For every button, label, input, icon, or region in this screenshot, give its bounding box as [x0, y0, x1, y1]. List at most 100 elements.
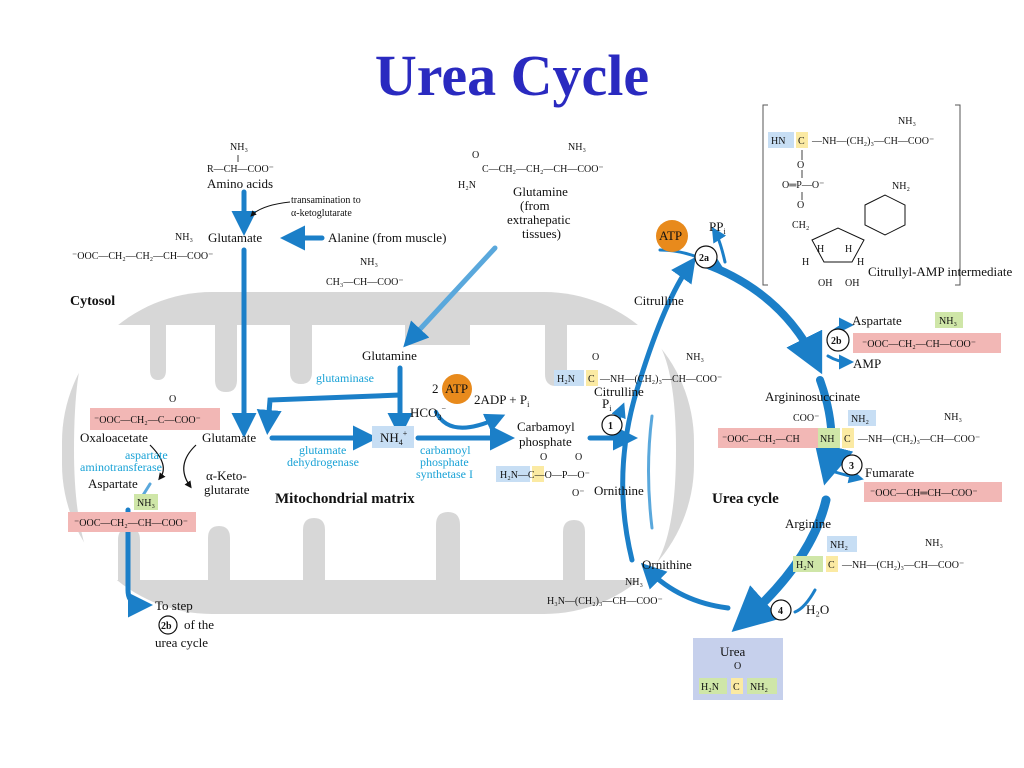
aspartate-right-box — [853, 333, 1001, 353]
citrulline-o: O — [592, 352, 599, 363]
aspartate-left-nh3: NH₃ — [137, 498, 155, 509]
atp-circle-cyto — [656, 220, 688, 252]
mitochondrial-matrix-label: Mitochondrial matrix — [275, 491, 415, 507]
ornithine-cyto-label: Ornithine — [642, 557, 692, 572]
succ-left-formula: ⁻OOC—CH₂—CH — [722, 434, 800, 445]
svg-text:H: H — [845, 244, 852, 255]
arginine-label: Arginine — [785, 516, 831, 531]
glutamine-ext-label-4: tissues) — [522, 226, 561, 241]
succ-nh: NH — [820, 434, 834, 445]
ornithine-nh3: NH₃ — [625, 577, 643, 588]
nh3-glutamine: NH₃ — [568, 142, 586, 153]
fumarate-box — [864, 482, 1002, 502]
carbamoyl-phosphate-formula: H₂N—C—O—P—O⁻ — [500, 470, 590, 481]
svg-text:H: H — [857, 257, 864, 268]
citrulline-mito-label: Citrulline — [594, 384, 644, 399]
argininosuccinate-label: Argininosuccinate — [765, 389, 860, 404]
mitochondrion — [62, 292, 694, 614]
amino-acid-formula: R—CH—COO⁻ — [207, 164, 274, 175]
to-step-line2: of the — [184, 617, 214, 632]
succ-tail: —NH—(CH₂)₃—CH—COO⁻ — [857, 434, 980, 445]
svg-text:OH: OH — [845, 278, 859, 289]
glutamine-o: O — [472, 150, 479, 161]
glutamine-ext-label-2: (from — [520, 198, 550, 213]
succ-c: C — [844, 434, 851, 445]
citrulline-nh3: NH₃ — [686, 352, 704, 363]
to-step-line1: To step — [155, 598, 193, 613]
glutamine-ext-label-3: extrahepatic — [507, 212, 571, 227]
step-4: 4 — [770, 599, 792, 621]
ketoglutarate-label-2: glutarate — [204, 482, 250, 497]
cp-o-top-2: O — [575, 452, 582, 463]
svg-text:2a: 2a — [699, 253, 709, 264]
oxaloacetate-box — [90, 408, 220, 430]
svg-text:3: 3 — [849, 461, 854, 472]
svg-text:NH₂: NH₂ — [750, 682, 768, 693]
atp-circle-mito — [442, 374, 472, 404]
aspartate-at-label-2: aminotransferase — [80, 460, 162, 474]
pathway-arrows — [125, 189, 638, 618]
glutamine-mito-label: Glutamine — [362, 348, 417, 363]
fumarate-label: Fumarate — [865, 465, 914, 480]
step-2b: 2b — [826, 328, 850, 352]
oxaloacetate-label: Oxaloacetate — [80, 430, 148, 445]
svg-text:NH₂: NH₂ — [892, 181, 910, 192]
urea-cycle-label: Urea cycle — [712, 491, 779, 507]
ornithine-mito-label: Ornithine — [594, 483, 644, 498]
ketoglutarate-label-1: α-Keto- — [206, 468, 247, 483]
transamination-label-1: transamination to — [291, 195, 361, 206]
nh3-glutamate: NH₃ — [175, 232, 193, 243]
glutamate-formula: ⁻OOC—CH₂—CH₂—CH—COO⁻ — [72, 251, 213, 262]
to-step-circle — [158, 615, 178, 635]
glutamine-ext-label: Glutamine — [513, 184, 568, 199]
svg-text:C: C — [798, 136, 805, 147]
nh4-box — [372, 426, 414, 448]
aspartate-right-nh3: NH₃ — [939, 316, 957, 327]
urea-label: Urea — [720, 644, 745, 659]
succ-coo: COO⁻ — [793, 413, 819, 424]
atp-cyto-label: ATP — [659, 228, 682, 243]
step-3: 3 — [841, 454, 863, 476]
arrow-glutamine-to-glutamate — [256, 392, 403, 435]
arrow-glutamine-ext-into-mito — [403, 245, 498, 348]
fumarate-formula: ⁻OOC—CH═CH—COO⁻ — [870, 488, 978, 499]
svg-text:H: H — [817, 244, 824, 255]
aspartate-left-box — [68, 512, 196, 532]
amp-label: AMP — [853, 356, 881, 371]
glutamine-formula: C—CH₂—CH₂—CH—COO⁻ — [482, 164, 604, 175]
arginine-nh2-top: NH₂ — [830, 540, 848, 551]
cp-o-top-1: O — [540, 452, 547, 463]
carbamoyl-label-2: phosphate — [519, 434, 572, 449]
nh4-label: NH4+ — [380, 429, 408, 447]
cps1-label-1: carbamoyl — [420, 443, 471, 457]
step-2a: 2a — [694, 245, 718, 269]
cp-o-minus: O⁻ — [572, 488, 585, 499]
citrulline-h2n: H₂N — [557, 374, 575, 385]
h2o-label: H₂O — [806, 602, 829, 617]
svg-text:H₂N: H₂N — [701, 682, 719, 693]
carbamoyl-label-1: Carbamoyl — [517, 419, 575, 434]
svg-text:4: 4 — [778, 606, 783, 617]
oxaloacetate-o: O — [169, 394, 176, 405]
urea-cycle-loop — [620, 226, 864, 633]
glutamate-top-label: Glutamate — [208, 230, 262, 245]
alanine-label: Alanine (from muscle) — [328, 230, 446, 245]
aspartate-right-label: Aspartate — [852, 313, 902, 328]
svg-text:H: H — [802, 257, 809, 268]
aspartate-at-label-1: aspartate — [125, 448, 168, 462]
svg-text:Citrullyl-AMP intermediate: Citrullyl-AMP intermediate — [868, 264, 1013, 279]
aspartate-right-formula: ⁻OOC—CH₂—CH—COO⁻ — [862, 339, 976, 350]
arrow-atp-use — [434, 410, 506, 433]
arrow-aspartate-to-step2b — [125, 507, 153, 618]
ppi-label: PPi — [709, 219, 726, 236]
citrulline-cyto-label: Citrulline — [634, 293, 684, 308]
cytosol-label: Cytosol — [70, 294, 115, 309]
svg-text:—NH—(CH₂)₃—CH—COO⁻: —NH—(CH₂)₃—CH—COO⁻ — [811, 136, 934, 147]
glutamate-mito-label: Glutamate — [202, 430, 256, 445]
glutaminase-label: glutaminase — [316, 371, 374, 385]
citrulline-tail: —NH—(CH₂)₃—CH—COO⁻ — [599, 374, 722, 385]
urea-box: Urea O H₂N C NH₂ — [693, 638, 783, 700]
cps1-label-2: phosphate — [420, 455, 469, 469]
citrullyl-amp-structure: NH₃ HN C —NH—(CH₂)₃—CH—COO⁻ O O═P—O⁻ O C… — [762, 104, 1013, 289]
